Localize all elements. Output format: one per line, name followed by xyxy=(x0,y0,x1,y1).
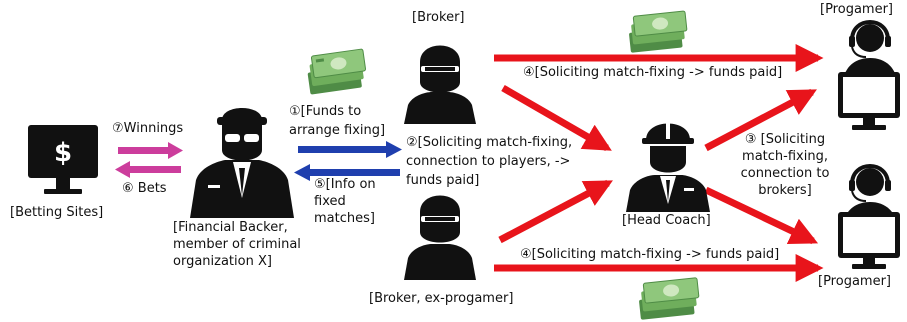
label-broker-bottom: [Broker, ex-progamer] xyxy=(369,291,514,306)
svg-text:$: $ xyxy=(54,138,72,168)
label-soliciting-top: ④[Soliciting match-fixing -> funds paid] xyxy=(523,65,783,80)
headset-gamer-icon xyxy=(838,164,900,269)
cash-stack-icon xyxy=(307,48,367,95)
label-coach-soliciting: ③ [Soliciting match-fixing, connection t… xyxy=(740,132,830,198)
arrow-funds-shaft xyxy=(298,146,386,153)
label-info-fixed: ⑤[Info on fixed matches] xyxy=(314,177,376,226)
cash-stack-icon xyxy=(639,277,700,320)
blue-arrows xyxy=(294,141,402,181)
label-progamer-bottom: [Progamer] xyxy=(818,274,891,289)
dollar-monitor-icon: $ xyxy=(28,125,98,194)
headset-gamer-icon xyxy=(838,20,900,130)
arrow-funds-head xyxy=(386,141,402,158)
label-betting-sites: [Betting Sites] xyxy=(10,205,104,220)
label-soliciting-bottom: ④[Soliciting match-fixing -> funds paid] xyxy=(520,247,780,262)
arrow-bets-head xyxy=(115,161,130,178)
arrow-broker-bottom-to-coach xyxy=(498,179,613,244)
masked-man-icon xyxy=(404,195,476,280)
sunglasses-man-icon xyxy=(190,108,294,218)
arrow-winnings-shaft xyxy=(118,147,168,154)
label-funds-to-fix: ①[Funds to arrange fixing] xyxy=(289,104,386,138)
label-financial-backer: [Financial Backer, member of criminal or… xyxy=(173,220,301,269)
label-winnings: ⑦Winnings xyxy=(112,121,184,136)
label-soliciting-connection: ②[Soliciting match-fixing, connection to… xyxy=(406,135,573,188)
masked-man-icon xyxy=(404,45,476,124)
arrow-broker-top-to-coach xyxy=(501,84,612,152)
label-head-coach: [Head Coach] xyxy=(622,213,711,228)
helmet-man-icon xyxy=(626,121,710,212)
red-arrows xyxy=(494,44,824,282)
arrow-info-head xyxy=(294,164,310,181)
magenta-arrows xyxy=(115,142,183,178)
arrow-info-shaft xyxy=(310,169,400,176)
label-broker-top: [Broker] xyxy=(412,10,465,25)
arrow-winnings-head xyxy=(168,142,183,159)
arrow-coach-to-progamer-bottom xyxy=(704,186,819,245)
arrow-bets-shaft xyxy=(130,166,181,173)
arrow-coach-to-progamer-top xyxy=(704,88,817,152)
cash-stack-icon xyxy=(629,10,688,53)
label-progamer-top: [Progamer] xyxy=(820,2,893,17)
label-bets: ⑥ Bets xyxy=(122,181,167,196)
